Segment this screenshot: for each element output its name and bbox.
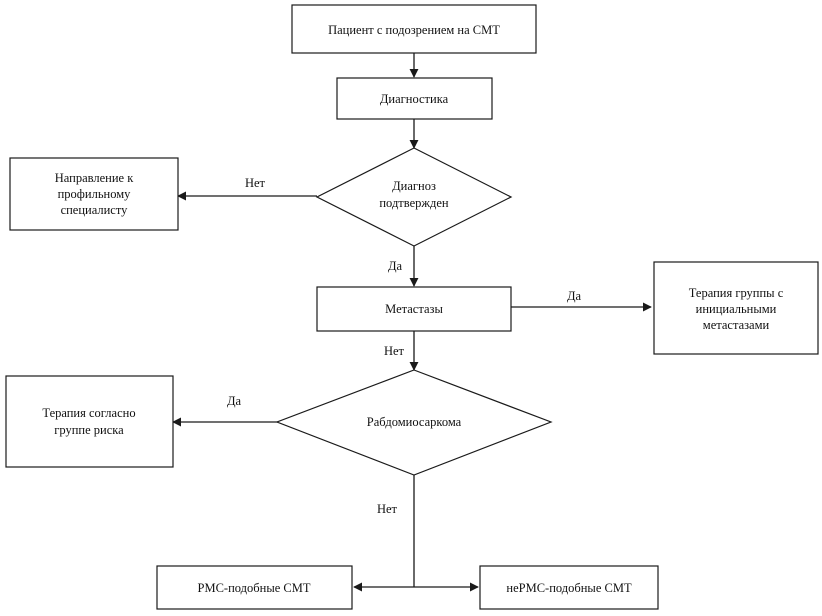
node-referral-line-2: профильному (58, 187, 132, 201)
node-rhabdo-label: Рабдомиосаркома (367, 415, 462, 429)
node-non-rms-like: неРМС-подобные СМТ (479, 565, 659, 610)
node-metastases: Метастазы (316, 286, 512, 332)
edge-label-diagnosis-yes: Да (388, 259, 403, 273)
node-risk-group-line-2: группе риска (54, 423, 124, 437)
node-risk-group-line-1: Терапия согласно (42, 406, 135, 420)
node-rms-like: РМС-подобные СМТ (156, 565, 353, 610)
edge-label-rhabdo-yes: Да (227, 394, 242, 408)
node-referral-line-3: специалисту (61, 203, 129, 217)
node-patient: Пациент с подозрением на СМТ (291, 4, 537, 54)
edge-label-rhabdo-no: Нет (377, 502, 398, 516)
edge-label-metastases-yes: Да (567, 289, 582, 303)
node-initial-metastases-line-1: Терапия группы с (689, 286, 784, 300)
node-diagnostics-label: Диагностика (380, 92, 449, 106)
node-risk-group-therapy: Терапия согласно группе риска (5, 375, 174, 468)
node-referral: Направление к профильному специалисту (9, 157, 179, 231)
edge-label-metastases-no: Нет (384, 344, 405, 358)
node-metastases-label: Метастазы (385, 302, 443, 316)
node-rhabdomyosarcoma: Рабдомиосаркома (275, 369, 553, 476)
node-diagnosis-confirmed: Диагноз подтвержден (315, 147, 513, 247)
node-initial-metastases-line-2: инициальными (696, 302, 777, 316)
node-diagnosis-line-1: Диагноз (392, 179, 436, 193)
node-diagnostics: Диагностика (336, 77, 493, 120)
node-patient-label: Пациент с подозрением на СМТ (328, 23, 500, 37)
node-non-rms-like-label: неРМС-подобные СМТ (506, 581, 632, 595)
node-initial-metastases-therapy: Терапия группы с инициальными метастазам… (653, 261, 819, 355)
edge-label-diagnosis-no: Нет (245, 176, 266, 190)
node-diagnosis-line-2: подтвержден (379, 196, 449, 210)
node-referral-line-1: Направление к (55, 171, 134, 185)
node-rms-like-label: РМС-подобные СМТ (198, 581, 311, 595)
node-initial-metastases-line-3: метастазами (703, 318, 770, 332)
